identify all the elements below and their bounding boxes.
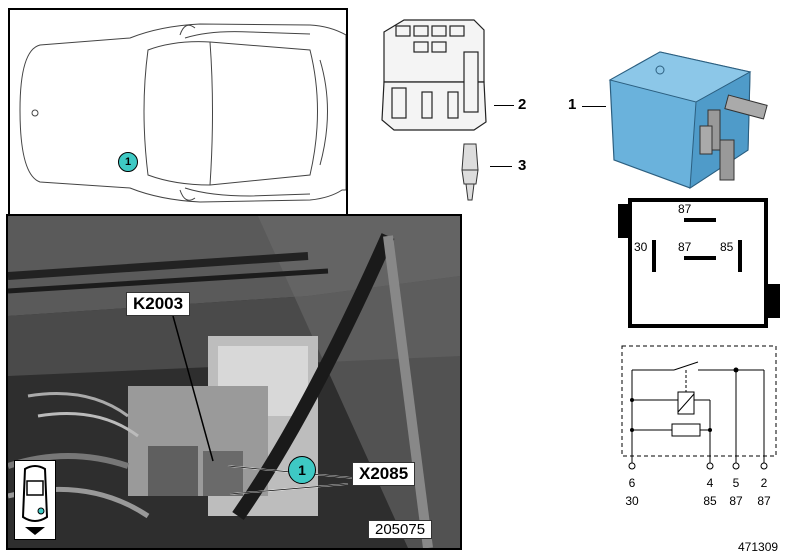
bar-85 bbox=[738, 240, 742, 272]
pinout-tab-right bbox=[768, 284, 780, 318]
pin-label: 6 bbox=[628, 476, 636, 490]
car-location-panel: 1 bbox=[8, 8, 348, 216]
terminal-87-center: 87 bbox=[678, 240, 692, 254]
bar-87-top bbox=[684, 218, 716, 222]
photo-relay-marker: 1 bbox=[288, 456, 316, 484]
bar-87-center bbox=[684, 256, 716, 260]
terminal-label: 87 bbox=[757, 494, 771, 508]
terminal-label: 30 bbox=[625, 494, 639, 508]
relay-pinout: 87 30 87 85 bbox=[614, 194, 784, 334]
pin-label: 2 bbox=[760, 476, 768, 490]
circuit-schematic: 6 30 4 85 5 87 2 87 bbox=[614, 340, 784, 520]
callout-1: 1 bbox=[568, 96, 577, 113]
engine-bay-photo-panel: K2003 X2085 1 205075 bbox=[6, 214, 462, 550]
terminal-label: 85 bbox=[703, 494, 717, 508]
callout-2: 2 bbox=[518, 96, 527, 113]
car-outline-drawing bbox=[19, 23, 346, 203]
pin-label: 5 bbox=[732, 476, 740, 490]
terminal-pin-drawing bbox=[452, 140, 492, 206]
terminal-87-top: 87 bbox=[678, 202, 692, 216]
pinout-tab-left bbox=[618, 204, 630, 238]
relay-drawing bbox=[600, 40, 780, 190]
x2085-label: X2085 bbox=[352, 462, 416, 486]
diagram-number: 471309 bbox=[738, 540, 779, 554]
car-top-view-icon bbox=[14, 460, 56, 540]
relay-socket-drawing bbox=[374, 12, 494, 142]
photo-number: 205075 bbox=[368, 520, 433, 539]
terminal-label: 87 bbox=[729, 494, 743, 508]
k2003-label: K2003 bbox=[126, 292, 191, 316]
relay-location-marker: 1 bbox=[118, 152, 138, 172]
terminal-85: 85 bbox=[720, 240, 734, 254]
callout-line-2 bbox=[494, 105, 514, 106]
callout-line-1 bbox=[582, 106, 606, 107]
terminal-30: 30 bbox=[634, 240, 648, 254]
callout-line-3 bbox=[490, 166, 512, 167]
engine-bay-photo bbox=[8, 216, 460, 548]
bar-30 bbox=[652, 240, 656, 272]
callout-3: 3 bbox=[518, 157, 527, 174]
pin-label: 4 bbox=[706, 476, 714, 490]
